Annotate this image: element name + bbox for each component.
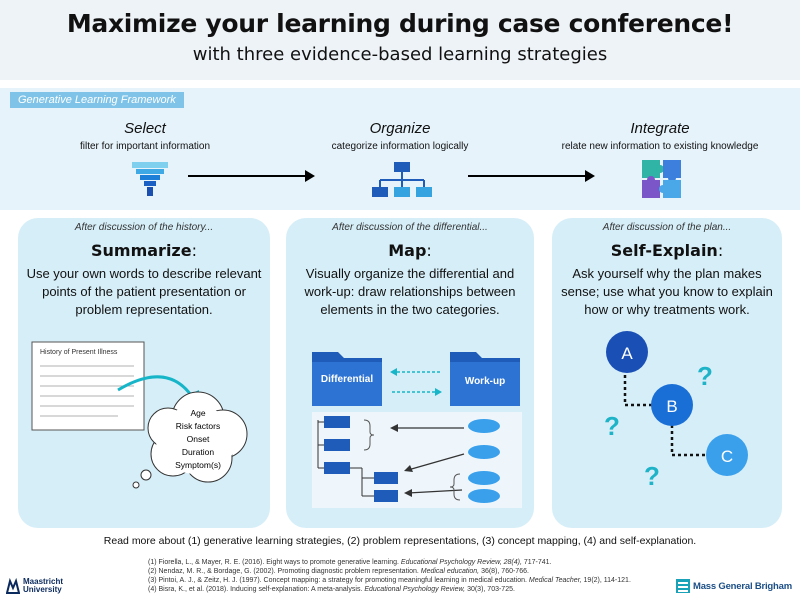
dotted-connector-ab [623,369,652,407]
panel-intro: After discussion of the differential... [332,222,488,233]
self-explain-illustration: A B C ? ? ? [604,331,748,491]
folder-label: Work-up [465,376,505,387]
step-title: Integrate [630,120,690,137]
header: Maximize your learning during case confe… [0,0,800,80]
panel-title-text: Map [388,241,427,260]
panel-intro: After discussion of the plan... [602,222,732,233]
reference-item: (3) Pintoi, A. J., & Zeitz, H. J. (1997)… [148,576,631,585]
panel-body: Visually organize the differential and w… [304,266,516,317]
reference-journal: Medical education, [420,568,480,575]
reference-tail: 717-741. [521,559,552,566]
reference-journal: Medical Teacher, [528,577,582,584]
step-organize: Organize categorize information logicall… [280,120,520,152]
hierarchy-icon [372,162,432,197]
curved-arrow [117,375,195,399]
arrow-select-organize [188,170,315,182]
references: (1) Fiorella, L., & Mayer, R. E. (2016).… [148,558,631,594]
question-mark-icon: ? [644,461,660,491]
panel-self-explain: After discussion of the plan... Self-Exp… [552,218,782,528]
step-select: Select filter for important information [25,120,265,152]
document-title: History of Present Illness [40,349,118,356]
node-label: C [721,447,733,466]
node-c [706,434,748,476]
folder-icon-workup: Work-up [450,352,520,406]
maastricht-logo-icon [6,578,20,594]
map-illustration: Differential Work-up [312,352,522,508]
mgb-logo: Mass General Brigham [676,579,792,593]
reference-journal: Educational Psychology Review, [364,586,466,593]
reference-tail: 36(8), 760-766. [479,568,529,575]
node-b [651,384,693,426]
read-more-text: Read more about (1) generative learning … [103,535,697,547]
cloud-item: Age [190,408,205,418]
summarize-illustration: History of Present Illness Age Risk fact… [31,341,248,489]
panel-intro: After discussion of the history... [74,222,214,233]
maastricht-logo: Maastricht University [6,578,63,594]
panel-title: Self-Explain: [552,241,782,260]
step-desc: relate new information to existing knowl… [561,141,759,152]
step-integrate: Integrate relate new information to exis… [540,120,780,152]
page-title: Maximize your learning during case confe… [66,9,734,38]
question-mark-icon: ? [604,411,620,441]
node-a [606,331,648,373]
panel-title-colon: : [717,241,724,260]
reference-text: (2) Nendaz, M. R., & Bordage, G. (2002).… [148,568,421,575]
cloud-item: Symptom(s) [175,460,221,470]
reference-tail: 30(3), 703-725. [465,586,515,593]
reference-item: (4) Bisra, K., et al. (2018). Inducing s… [148,585,631,594]
logo-line: Maastricht [23,577,64,586]
panel-title-colon: : [191,241,197,260]
cloud-item: Risk factors [176,421,220,431]
folder-label: Differential [321,374,373,385]
panel-title: Summarize: [18,241,270,260]
puzzle-icon [642,160,681,198]
panel-title-text: Summarize [91,241,192,260]
step-desc: filter for important information [79,141,211,152]
concept-map [312,412,522,508]
node-label: A [621,344,633,363]
panel-title: Map: [286,241,534,260]
funnel-icon [132,162,168,196]
reference-item: (2) Nendaz, M. R., & Bordage, G. (2002).… [148,567,631,576]
arrow-organize-integrate [468,170,595,182]
framework-label: Generative Learning Framework [10,92,184,108]
panel-title-colon: : [426,241,432,260]
reference-text: (1) Fiorella, L., & Mayer, R. E. (2016).… [148,559,401,566]
cloud-item: Onset [187,434,210,444]
panel-body: Ask yourself why the plan makes sense; u… [561,266,773,317]
step-title: Organize [369,120,431,137]
mgb-logo-icon [676,579,690,593]
reference-text: (4) Bisra, K., et al. (2018). Inducing s… [148,586,365,593]
maastricht-logo-text: Maastricht University [23,578,63,594]
reference-journal: Educational Psychology Review, 28(4), [400,559,522,566]
dotted-connector-bc [670,425,707,457]
question-mark-icon: ? [697,361,713,391]
mgb-logo-text: Mass General Brigham [693,580,792,592]
node-label: B [666,397,677,416]
page-subtitle: with three evidence-based learning strat… [192,44,608,65]
step-title: Select [124,120,166,137]
cloud-item: Duration [182,447,214,457]
panel-title-text: Self-Explain [610,241,718,260]
reference-text: (3) Pintoi, A. J., & Zeitz, H. J. (1997)… [148,577,529,584]
logo-line: University [23,585,62,594]
reference-tail: 19(2), 114-121. [581,577,631,584]
reference-item: (1) Fiorella, L., & Mayer, R. E. (2016).… [148,558,631,567]
thought-cloud-icon [132,391,248,489]
panel-body: Use your own words to describe relevant … [26,266,262,317]
folder-icon-differential: Differential [312,352,382,406]
step-desc: categorize information logically [331,141,469,152]
